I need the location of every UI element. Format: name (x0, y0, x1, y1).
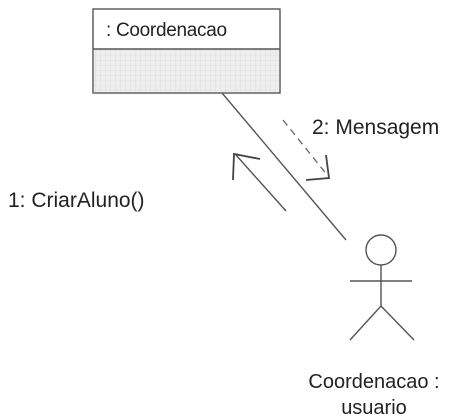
message-2-label: 2: Mensagem (312, 116, 440, 139)
message-2-arrow (282, 119, 331, 181)
actor-label-line2: usuario (341, 397, 407, 419)
actor-figure (349, 234, 415, 341)
object-name: : Coordenacao (106, 20, 227, 41)
association-link (221, 92, 347, 241)
actor-label-line1: Coordenacao : (308, 371, 440, 393)
object-box (92, 8, 281, 94)
message-1-arrow (232, 152, 287, 212)
message-1-label: 1: CriarAluno() (8, 189, 145, 212)
